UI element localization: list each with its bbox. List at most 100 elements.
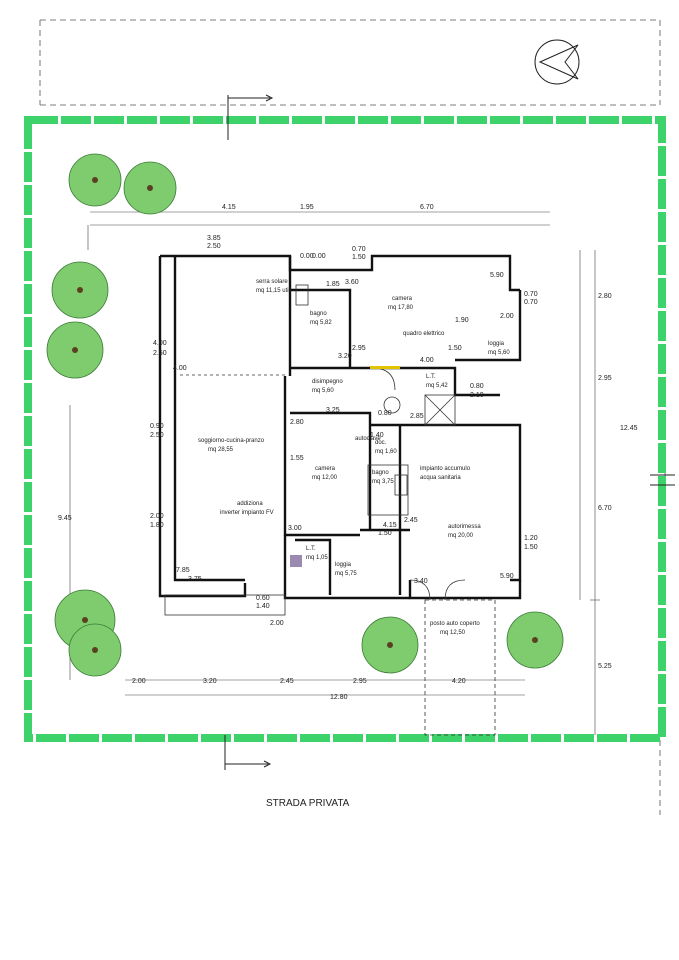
dim-interior: 2.95 — [352, 345, 366, 352]
dim-interior: 3.85 — [207, 235, 221, 242]
dim-interior: 0.00 — [312, 253, 326, 260]
dim-interior: 2.00 — [150, 513, 164, 520]
dim-interior: 3.60 — [345, 279, 359, 286]
dim-interior: 5.90 — [500, 573, 514, 580]
section-marker-b — [650, 474, 675, 486]
dim-interior: 1.50 — [524, 544, 538, 551]
dim-interior: 0.00 — [300, 253, 314, 260]
room-name: loggia — [335, 562, 352, 568]
dim-interior: 2.50 — [207, 243, 221, 250]
dim-right-1: 2.80 — [598, 293, 612, 300]
room-name: doc. — [375, 440, 387, 446]
room-name: autoclave — [355, 436, 381, 442]
room-area: mq 5,60 — [312, 388, 334, 394]
dim-interior: 2.80 — [290, 419, 304, 426]
dim-interior: 2.00 — [270, 620, 284, 627]
room-area: mq 20,00 — [448, 533, 474, 539]
building-walls — [158, 254, 522, 600]
dim-interior: 1.50 — [378, 530, 392, 537]
dim-interior: 5.90 — [490, 272, 504, 279]
lt-hatch — [290, 555, 302, 567]
dim-interior: 4.15 — [383, 522, 397, 529]
room-name: serra solare — [256, 279, 288, 285]
room-name: camera — [392, 296, 413, 302]
dim-right-2: 2.95 — [598, 375, 612, 382]
room-area: mq 5,82 — [310, 320, 332, 326]
dim-interior: 2.45 — [404, 517, 418, 524]
dim-interior: 1.80 — [150, 522, 164, 529]
interior-details — [164, 284, 496, 736]
room-area: mq 28,55 — [208, 447, 234, 453]
dim-interior: 0.80 — [378, 410, 392, 417]
dim-bottom-2: 3.20 — [203, 678, 217, 685]
room-name: quadro elettrico — [403, 331, 445, 337]
room-labels: serra solare mq 11,15 utili soggiorno-cu… — [198, 279, 510, 636]
dim-interior: 1.20 — [524, 535, 538, 542]
dim-interior: 1.85 — [326, 281, 340, 288]
room-area: inverter impianto FV — [220, 510, 274, 516]
dim-interior: 1.50 — [352, 254, 366, 261]
dim-interior: 2.10 — [470, 392, 484, 399]
dim-interior: 4.00 — [173, 365, 187, 372]
dim-interior: 1.55 — [290, 455, 304, 462]
room-area: mq 12,50 — [440, 630, 466, 636]
dim-top-2: 1.95 — [300, 204, 314, 211]
dim-bottom-5: 4.20 — [452, 678, 466, 685]
dim-interior: 0.90 — [150, 423, 164, 430]
street-label: STRADA PRIVATA — [266, 798, 350, 809]
dim-interior: 4.00 — [420, 357, 434, 364]
window-mark — [370, 366, 400, 369]
dim-right-5: 5.25 — [598, 663, 612, 670]
dim-interior: 3.25 — [326, 407, 340, 414]
room-name: bagno — [372, 470, 389, 476]
room-name: camera — [315, 466, 336, 472]
dim-interior: 4.00 — [153, 340, 167, 347]
dim-interior: 7.85 — [176, 567, 190, 574]
dim-interior: 3.00 — [288, 525, 302, 532]
dim-interior: 0.70 — [352, 246, 366, 253]
room-name: soggiorno-cucina-pranzo — [198, 438, 265, 444]
tree-centers — [72, 177, 538, 653]
dim-interior: 3.75 — [188, 576, 202, 583]
room-name: impianto accumulo — [420, 466, 471, 472]
dim-right-4: 6.70 — [598, 505, 612, 512]
dim-interior: 3.20 — [338, 353, 352, 360]
room-name: autorimessa — [448, 524, 481, 530]
dim-top-1: 4.15 — [222, 204, 236, 211]
dimension-lines — [69, 211, 600, 735]
room-area: mq 11,15 utili — [256, 288, 291, 294]
dim-interior: 1.90 — [455, 317, 469, 324]
room-name: addiziona — [237, 501, 263, 507]
room-area: mq 3,75 — [372, 479, 394, 485]
dim-interior: 3.40 — [414, 578, 428, 585]
dim-interior: 0.60 — [256, 595, 270, 602]
site-frame — [39, 19, 666, 815]
dim-bottom-3: 2.45 — [280, 678, 294, 685]
room-area: mq 5,42 — [426, 383, 448, 389]
dim-interior: 1.50 — [448, 345, 462, 352]
room-name: bagno — [310, 311, 327, 317]
dim-interior: 2.50 — [153, 350, 167, 357]
room-area: mq 5,60 — [488, 350, 510, 356]
lot-boundary — [24, 116, 666, 742]
room-area: mq 1,60 — [375, 449, 397, 455]
dim-interior: 0.70 — [524, 299, 538, 306]
dim-right-3: 12.45 — [620, 425, 638, 432]
dim-interior: 2.00 — [500, 313, 514, 320]
dim-bottom-1: 2.00 — [132, 678, 146, 685]
room-name: disimpegno — [312, 379, 343, 385]
dim-bottom-6: 12.80 — [330, 694, 348, 701]
north-arrow-icon — [534, 39, 580, 85]
dim-interior: 0.70 — [524, 291, 538, 298]
room-area: mq 1,05 — [306, 555, 328, 561]
room-name: L.T. — [426, 374, 436, 380]
room-name: L.T. — [306, 546, 316, 552]
dim-interior: 0.80 — [470, 383, 484, 390]
room-area: mq 12,00 — [312, 475, 338, 481]
dim-interior: 2.50 — [150, 432, 164, 439]
room-name: posto auto coperto — [430, 621, 480, 627]
room-area: acqua sanitaria — [420, 475, 461, 481]
room-area: mq 5,75 — [335, 571, 357, 577]
dim-interior: 1.40 — [256, 603, 270, 610]
